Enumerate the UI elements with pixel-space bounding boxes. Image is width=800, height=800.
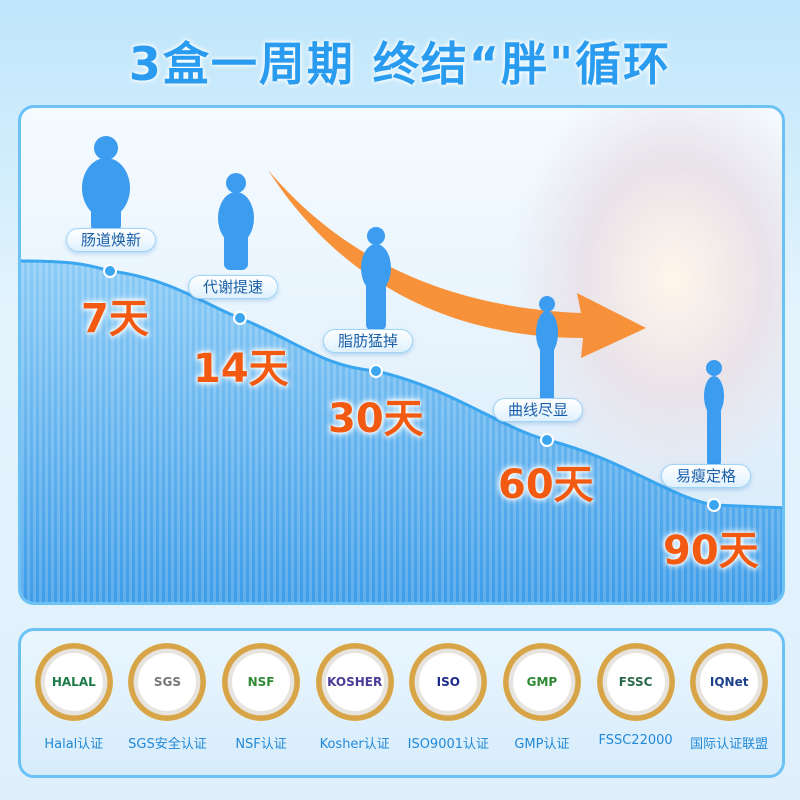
certification-medal-icon: ISO [409,643,488,721]
certification-medal-icon: NSF [222,643,301,721]
certification-panel: HALAL Halal认证 SGS SGS安全认证 NSF NSF认证 KOSHER Kosh… [18,628,785,778]
certification-badge: NSF NSF认证 [220,643,302,752]
certification-badge: ISO ISO9001认证 [407,643,489,752]
progress-curve [21,136,782,602]
stage-dot [233,311,247,325]
arrow [268,170,646,358]
certification-medal-icon: GMP [502,643,581,721]
stage-dot [103,264,117,278]
silhouette-icon [82,136,130,233]
certification-medal-icon: FSSC [596,643,675,721]
silhouette-icon [218,173,254,270]
stage-dot [540,433,554,447]
certification-badge: IQNet 国际认证联盟 [688,643,770,752]
certification-label: SGS安全认证 [128,737,207,752]
certification-medal-icon: SGS [128,643,207,721]
silhouette-icon [361,227,391,330]
stage-dot [707,498,721,512]
stage-label: 易瘦定格 [661,464,752,488]
stage-label: 代谢提速 [188,275,279,299]
certification-medal-icon: KOSHER [315,643,394,721]
stage-day: 60天 [498,462,594,508]
certification-badge: KOSHER Kosher认证 [314,643,396,752]
page-title: 3盒一周期 终结“胖"循环 [128,37,672,91]
silhouettes [82,136,724,466]
certification-label: Halal认证 [44,737,104,752]
certification-label: GMP认证 [514,737,570,752]
stage-day: 90天 [663,528,759,574]
stage-day: 30天 [328,396,424,442]
silhouette-icon [704,360,724,466]
stage-dot [369,364,383,378]
stage-label: 曲线尽显 [493,398,584,422]
silhouette-icon [536,296,558,401]
stage-label: 肠道焕新 [66,228,157,252]
certification-badge: SGS SGS安全认证 [126,643,208,752]
certification-label: 国际认证联盟 [690,737,769,752]
certification-label: Kosher认证 [319,737,390,752]
certification-label: ISO9001认证 [407,737,490,752]
stage-label: 脂肪猛掉 [323,329,414,353]
stage-day: 14天 [193,346,289,392]
certification-label: NSF认证 [235,737,287,752]
certification-badge: GMP GMP认证 [501,643,583,752]
certification-badge: FSSC FSSC22000 [595,643,677,752]
certification-medal-icon: HALAL [34,643,113,721]
timeline-panel: 肠道焕新 7天 代谢提速 14天 脂肪猛掉 30天 曲线尽显 60天 易瘦定格 … [18,105,785,605]
certification-medal-icon: IQNet [690,643,769,721]
building-backdrop [512,108,782,488]
stage-day: 7天 [81,296,149,342]
certification-label: FSSC22000 [598,733,673,748]
certification-badge: HALAL Halal认证 [33,643,115,752]
